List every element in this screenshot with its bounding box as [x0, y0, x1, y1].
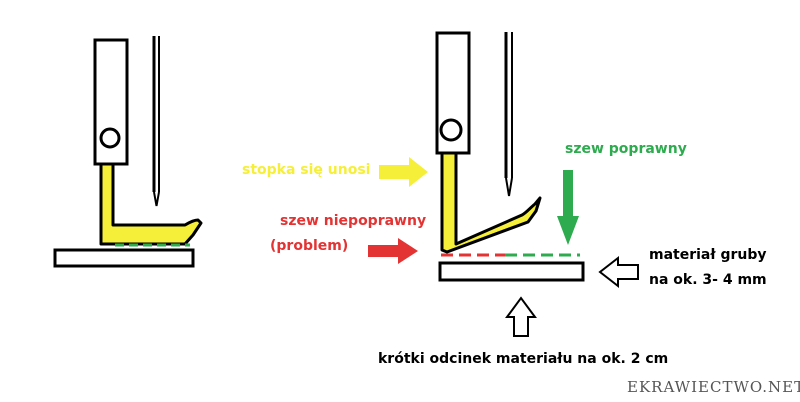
watermark: EKRAWIECTWO.NET — [627, 378, 800, 396]
green-arrow-icon — [557, 170, 579, 245]
label-seam-correct: szew poprawny — [565, 141, 687, 157]
label-seam-incorrect: szew niepoprawny — [280, 213, 427, 229]
left-material — [53, 248, 195, 268]
label-thick-material-line2: na ok. 3- 4 mm — [649, 272, 767, 288]
yellow-arrow-icon — [379, 157, 428, 187]
right-bar-screw — [439, 118, 463, 142]
label-thick-material-line1: materiał gruby — [649, 247, 767, 263]
label-short-segment: krótki odcinek materiału na ok. 2 cm — [378, 351, 669, 367]
label-foot-lifts: stopka się unosi — [242, 162, 371, 178]
right-presser-foot — [440, 151, 542, 254]
right-material — [438, 261, 585, 282]
red-arrow-icon — [368, 238, 418, 264]
left-needle-tip — [153, 191, 160, 207]
right-needle-tip — [505, 177, 513, 197]
left-presser-foot — [99, 162, 203, 246]
label-problem: (problem) — [270, 238, 349, 254]
right-figure — [435, 31, 585, 282]
left-figure — [53, 36, 203, 268]
up-pointing-arrow-icon — [505, 296, 537, 337]
arrows — [368, 157, 639, 337]
left-bar-screw — [99, 127, 121, 149]
left-pointing-arrow-icon — [598, 255, 639, 289]
